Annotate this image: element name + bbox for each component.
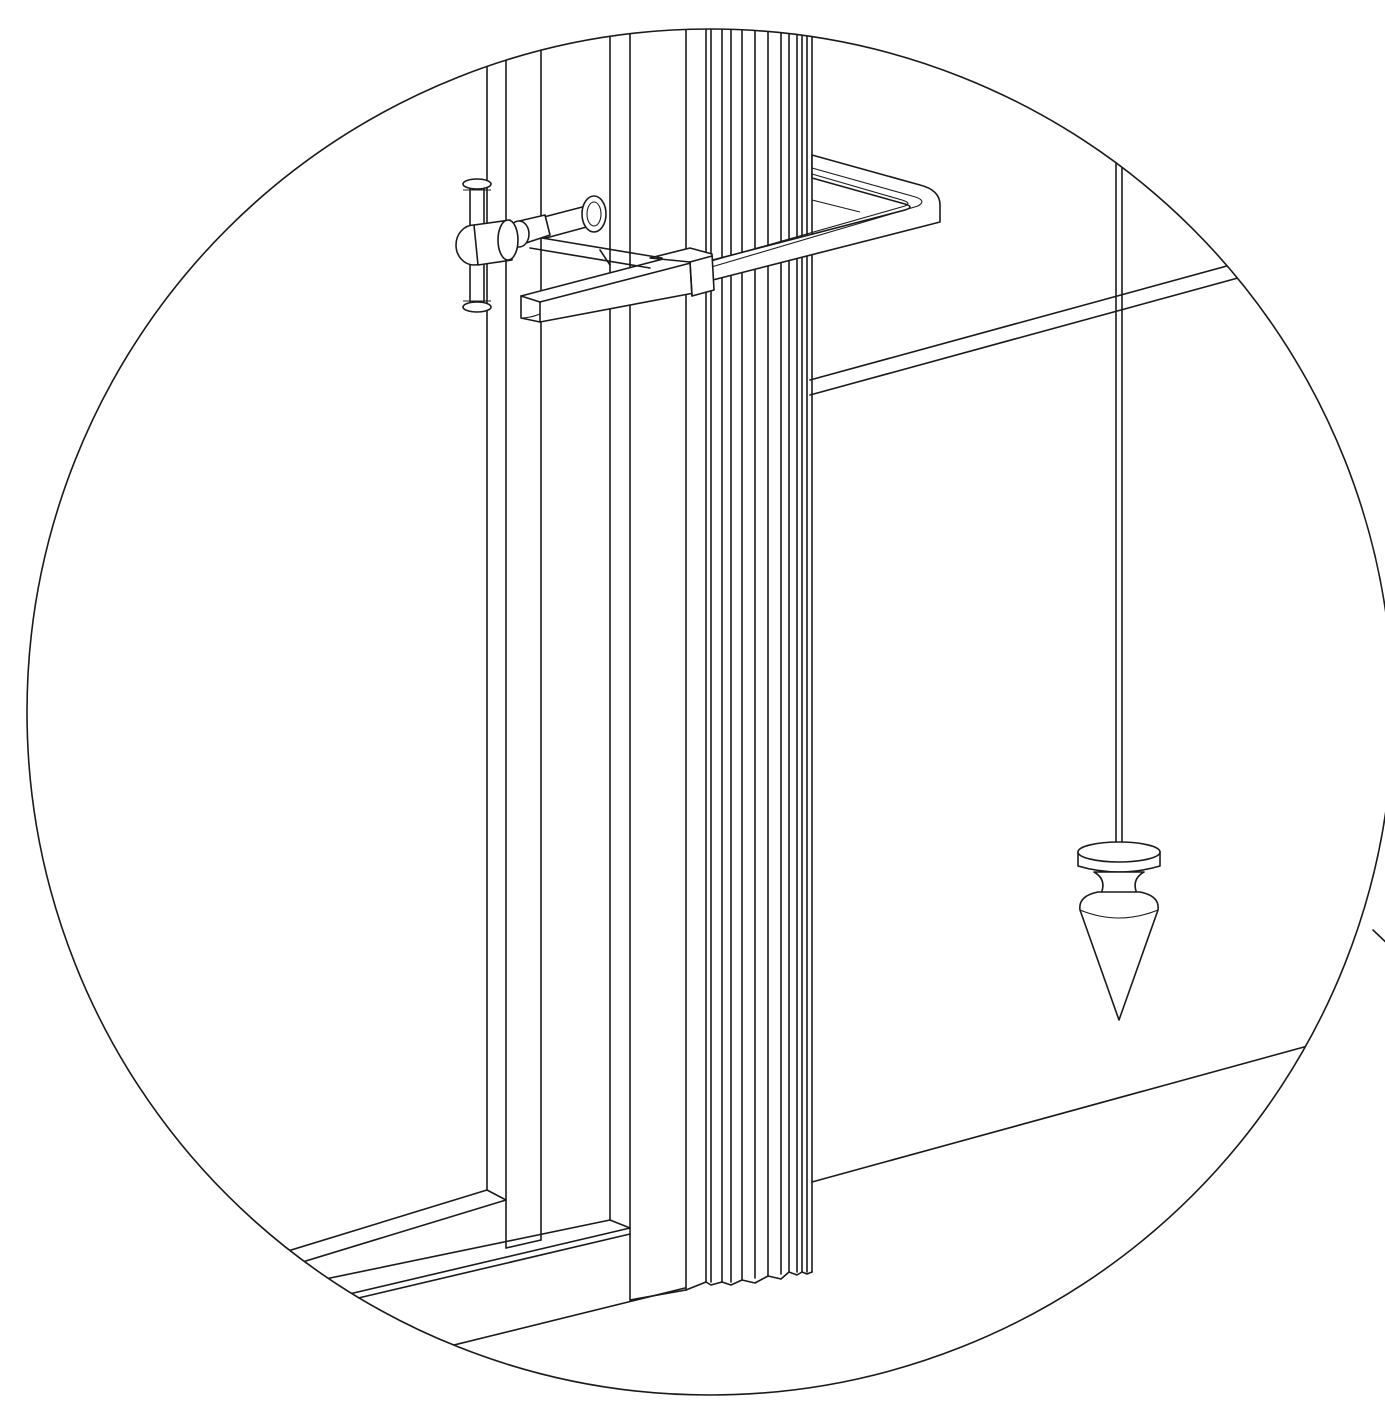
detail-circle xyxy=(26,28,1385,1396)
door-frame-profile xyxy=(486,29,813,1301)
plumb-bob-bracket xyxy=(455,154,941,323)
plumb-bob xyxy=(1077,841,1161,1021)
floor-edge xyxy=(29,1021,1385,1395)
detail-contents xyxy=(29,29,1385,1395)
wall-edge xyxy=(809,219,1385,396)
plumb-line xyxy=(1115,149,1123,847)
t-handle-screw xyxy=(455,178,519,313)
callout-leader xyxy=(1372,929,1385,943)
